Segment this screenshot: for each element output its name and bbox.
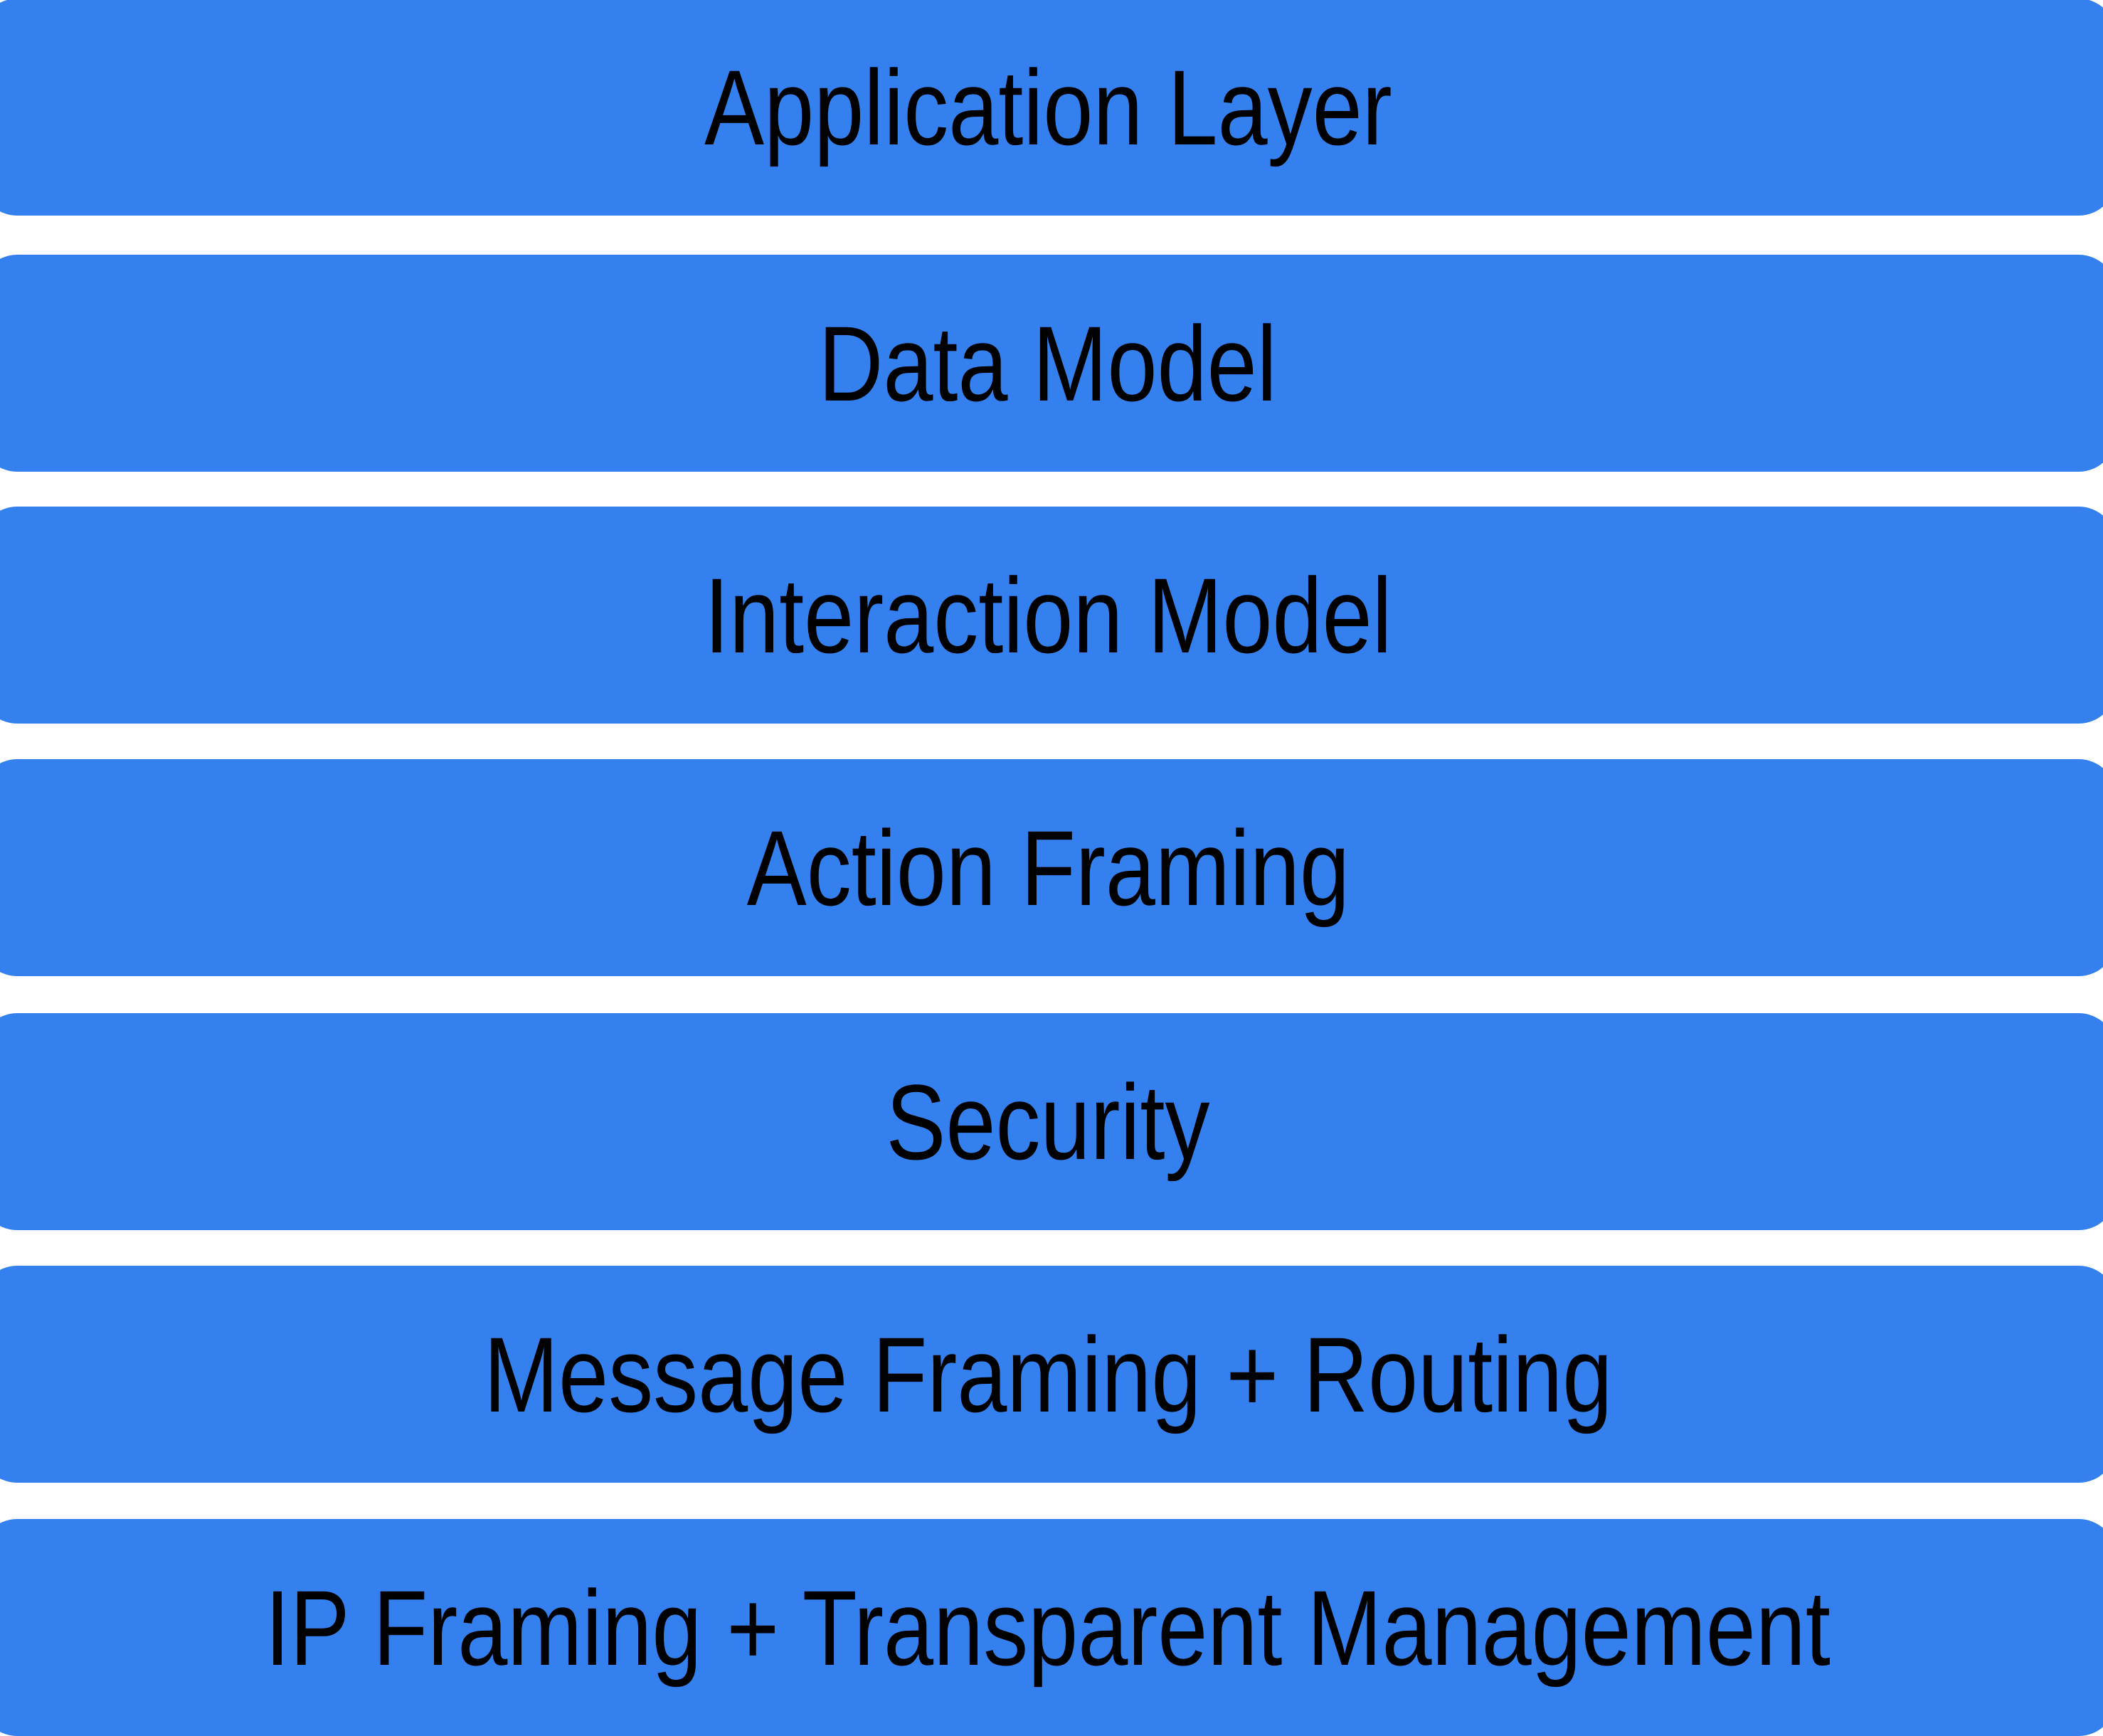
layer-bar-data-model[interactable]: Data Model bbox=[0, 255, 2103, 472]
layer-label-action-framing: Action Framing bbox=[746, 808, 1350, 928]
layer-bar-application-layer[interactable]: Application Layer bbox=[0, 0, 2103, 216]
layer-bar-message-framing-routing[interactable]: Message Framing + Routing bbox=[0, 1266, 2103, 1483]
layer-label-message-framing-routing: Message Framing + Routing bbox=[483, 1314, 1613, 1434]
layer-bar-interaction-model[interactable]: Interaction Model bbox=[0, 507, 2103, 724]
layer-label-interaction-model: Interaction Model bbox=[704, 555, 1392, 675]
layer-label-ip-framing-transparent-management: IP Framing + Transparent Management bbox=[265, 1567, 1831, 1688]
layer-bar-ip-framing-transparent-management[interactable]: IP Framing + Transparent Management bbox=[0, 1519, 2103, 1736]
layer-bar-action-framing[interactable]: Action Framing bbox=[0, 759, 2103, 976]
layer-bar-security[interactable]: Security bbox=[0, 1013, 2103, 1230]
layer-label-application-layer: Application Layer bbox=[704, 47, 1392, 167]
layer-label-security: Security bbox=[886, 1062, 1210, 1182]
layer-label-data-model: Data Model bbox=[818, 303, 1278, 423]
